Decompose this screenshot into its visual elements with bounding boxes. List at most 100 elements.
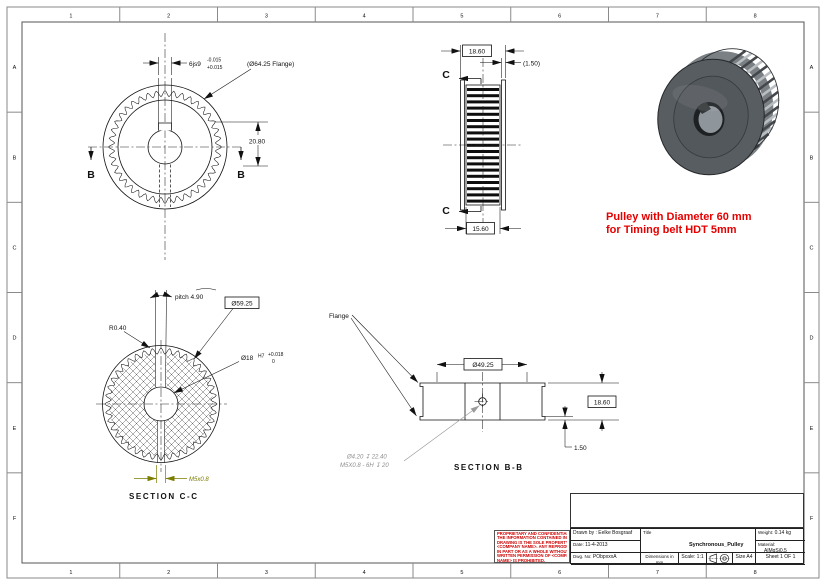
projection-symbol-cell [707,553,733,565]
date-label: Date: [573,542,584,547]
proprietary-line: NAME> IS PROHIBITED. [497,558,546,563]
date-cell: Date: 11-4-2013 [571,541,641,553]
section-cc-markers: C C [442,69,482,217]
keyway-3d [697,102,711,114]
section-bb-label: SECTION B-B [454,463,524,472]
grid-row-label: C [13,245,17,251]
grid-col-label: 5 [460,570,463,576]
grid-col-label: 5 [460,14,463,20]
grid-col-label: 1 [69,14,72,20]
section-cc-view: pitch 4.90 Ø59.25 R0.40 Ø18 H7 +0.018 0 … [96,288,284,501]
front-view: 6js9 -0.015 +0.015 (Ø64.25 Flange) 20.80… [87,33,294,260]
section-letter: C [442,205,450,217]
annotation-note: Pulley with Diameter 60 mm for Timing be… [606,211,752,237]
grid-row-label: B [810,155,814,161]
proprietary-line: IN PART OR AS A WHOLE WITHOUT THE [497,549,567,554]
sheet-text: Sheet 1 OF 1 [765,554,796,560]
dim-text: Ø49.25 [472,362,494,369]
grid-col-label: 7 [656,570,659,576]
note-text: (Ø64.25 Flange) [247,61,294,68]
flange-callout: Flange [329,313,419,417]
grid-row-label: E [13,426,17,432]
drawn-by-cell: Drawn by : Eelke Bosgraaf [571,529,641,541]
grid-row-label: F [13,516,17,522]
proprietary-line: DRAWING IS THE SOLE PROPERTY OF [497,540,567,545]
tolerance-lower: +0.015 [207,65,223,71]
grid-row-label: F [810,516,814,522]
proprietary-line: WRITTEN PERMISSION OF <COMPANY [497,554,567,559]
fit-class: H7 [258,354,265,360]
hatch [109,352,214,456]
dim-text: 1.50 [574,445,587,452]
hole-note: Ø4.20 ↧ 22.40 M5X0.8 - 6H ↧ 20 [340,405,480,469]
dim-text: 15.60 [472,226,489,233]
grid-row-label: C [810,245,814,251]
flange-right [501,79,506,211]
section-letter: B [87,169,95,181]
dwg-no-label: Dwg. No: [573,554,592,559]
tooth-ring [108,90,222,204]
material-cell: Material: AlMgSi0.5 [756,541,805,553]
annotation-line-1: Pulley with Diameter 60 mm [606,211,752,223]
grid-col-label: 2 [167,14,170,20]
grid-col-label: 4 [363,14,366,20]
scale-cell: Scale: 1:1 [679,553,707,565]
drawing-title: Synchronous_Pulley [689,542,744,548]
grid-col-label: 3 [265,14,268,20]
weight-value: 0.14 kg [774,530,791,536]
dim-overall-width: 18.60 [441,44,524,78]
grid-col-label: 3 [265,570,268,576]
dim-text: 18.60 [469,49,486,56]
dim-pitch-diameter: Ø49.25 [436,358,528,382]
grid-col-label: 6 [558,570,561,576]
grid-col-label: 8 [754,14,757,20]
first-angle-projection-icon [708,553,729,564]
body-outline [419,382,546,421]
grid-col-label: 1 [69,570,72,576]
dim-text: M5x0.8 [189,477,209,483]
size-cell: Size A4 [733,553,756,565]
size-text: Size A4 [735,554,753,560]
title-block: Drawn by : Eelke Bosgraaf Date: 11-4-201… [570,528,805,565]
dim-bore: Ø18 H7 +0.018 0 [173,352,284,394]
dim-text: 6js9 [189,61,201,68]
dwg-no-cell: Dwg. No: PObpxxxA [571,553,641,565]
section-bb-view: Flange Ø49.25 18.60 1.50 [329,313,619,472]
dim-text: 18.60 [594,400,611,407]
grid-row-label: E [810,426,814,432]
dim-keyway-width: 6js9 -0.015 +0.015 [143,57,223,75]
note-line: M5X0.8 - 6H ↧ 20 [340,462,389,469]
dim-text: R0.40 [109,325,127,332]
dim-text: (1.50) [523,61,540,68]
grid-col-label: 4 [363,570,366,576]
section-bb-markers: B B [87,147,245,181]
tolerance-lower: 0 [272,359,275,365]
date-value: 11-4-2013 [585,542,608,548]
dim-text: pitch 4.90 [175,294,204,301]
grid-col-label: 6 [558,14,561,20]
section-cc-label: SECTION C-C [129,492,199,501]
dim-thread: M5x0.8 [134,465,209,483]
dim-pitch: pitch 4.90 [149,288,217,301]
dim-outer-diameter: Ø59.25 [193,296,260,360]
dim-flange-ref: (1.50) [480,58,540,78]
section-letter: C [442,69,450,81]
radial-hole [474,393,491,410]
notes-box [570,493,804,528]
flange-diameter-note: (Ø64.25 Flange) [203,61,294,100]
scale-text: Scale: 1:1 [681,554,704,560]
material-value: AlMgSi0.5 [764,548,787,553]
weight-cell: Weight: 0.14 kg [756,529,805,541]
grid-row-label: D [13,336,17,342]
proprietary-line: <COMPANY NAME>. ANY REPRODUCTION [497,545,567,550]
grid-row-label: A [810,65,814,71]
tolerance-upper: -0.015 [207,58,221,64]
grid-col-label: 8 [754,570,757,576]
dim-overall-width: 18.60 [548,372,619,431]
grid-col-label: 7 [656,14,659,20]
tolerance-upper: +0.018 [268,352,284,358]
